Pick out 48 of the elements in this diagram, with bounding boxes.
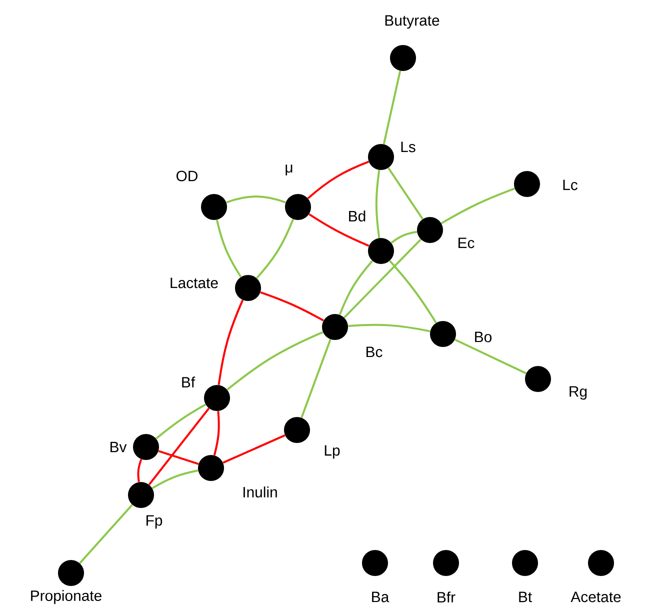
network-edge xyxy=(218,300,244,386)
node-label: Inulin xyxy=(244,486,277,498)
node-label: Lp xyxy=(324,445,340,459)
network-edge xyxy=(338,260,374,316)
node-label: Lc xyxy=(563,180,578,190)
node-label: Bd xyxy=(349,210,366,222)
network-edge xyxy=(389,260,437,324)
node-label: Bf xyxy=(182,376,196,388)
network-edge xyxy=(79,504,133,564)
node-label: Propionate xyxy=(31,590,102,604)
network-edge xyxy=(222,434,286,464)
network-edge xyxy=(375,170,380,238)
network-edge xyxy=(216,220,242,278)
network-edge xyxy=(137,458,142,482)
network-edge xyxy=(307,160,370,200)
network-edge xyxy=(454,338,526,374)
network-edge xyxy=(156,404,206,440)
network-edge xyxy=(213,411,220,456)
network-edge xyxy=(390,230,418,244)
network-edge xyxy=(148,408,210,486)
network-edge xyxy=(152,470,198,490)
node-label: Ec xyxy=(458,238,474,248)
network-edge xyxy=(226,331,324,390)
network-edge xyxy=(260,291,324,322)
node-label: OD xyxy=(176,170,198,182)
node-label: Bt xyxy=(519,592,532,602)
node-label: Bfr xyxy=(438,592,456,602)
node-label: Butyrate xyxy=(385,15,440,29)
node-label: Bc xyxy=(366,346,382,358)
network-edge xyxy=(388,167,424,220)
network-edge xyxy=(256,218,294,279)
network-edge xyxy=(348,324,430,332)
node-label: Rg xyxy=(570,386,587,400)
network-edge xyxy=(300,339,332,418)
node-label: Fp xyxy=(146,515,162,529)
node-label: Acetate xyxy=(570,592,621,602)
node-label: Ba xyxy=(372,592,390,602)
network-edge xyxy=(226,196,286,204)
network-edge xyxy=(158,450,199,465)
network-edge xyxy=(382,70,402,144)
node-label: Bv xyxy=(110,442,127,452)
node-label: μ xyxy=(286,164,292,176)
network-edge xyxy=(308,213,370,247)
node-label: Bo xyxy=(475,332,492,342)
network-edge xyxy=(344,238,422,318)
node-label: Lactate xyxy=(170,278,218,288)
node-label: Ls xyxy=(401,142,416,152)
network-edge xyxy=(440,188,515,224)
